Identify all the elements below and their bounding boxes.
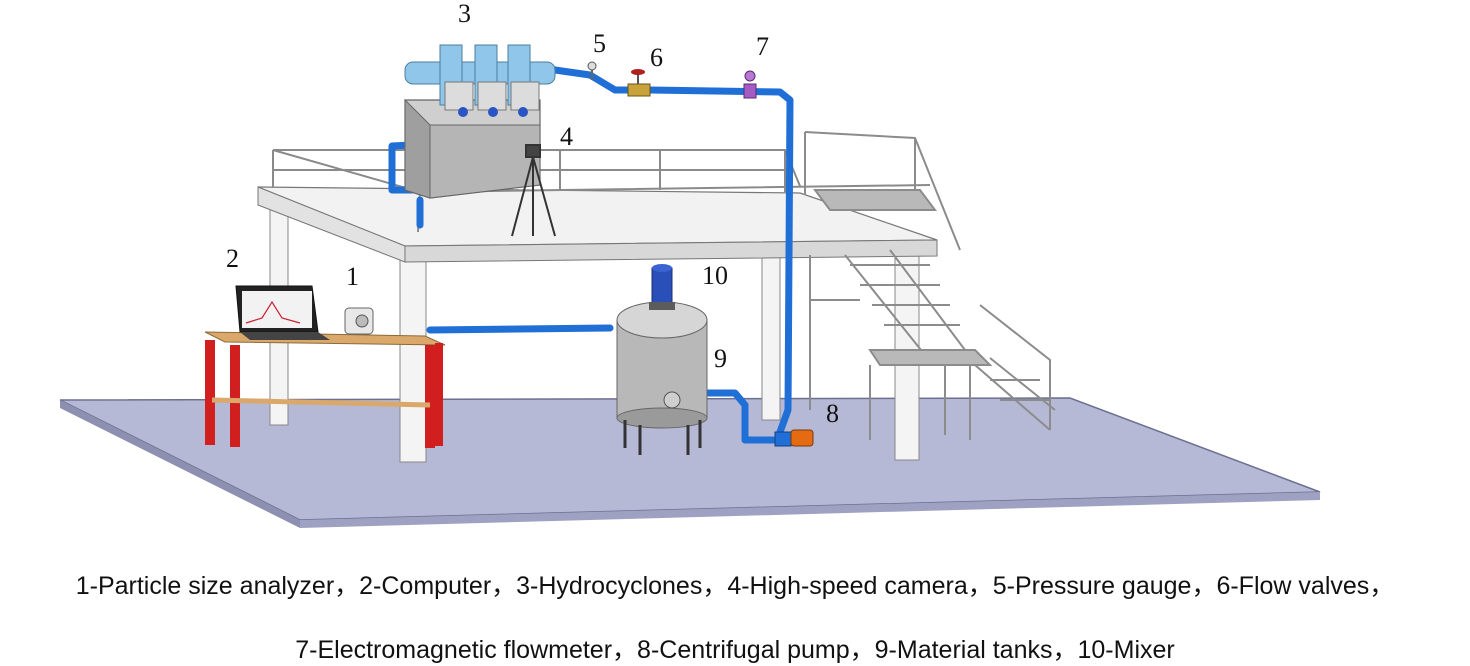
centrifugal-pump: [774, 429, 814, 447]
laptop-computer: [235, 285, 330, 340]
caption-line-2: 7-Electromagnetic flowmeter，8-Centrifuga…: [295, 636, 1175, 664]
label-7: 7: [756, 32, 769, 61]
staircase: [804, 131, 1056, 440]
label-8: 8: [826, 399, 839, 428]
label-10: 10: [702, 261, 728, 290]
mixer: [649, 264, 675, 310]
pressure-gauge: [587, 61, 597, 80]
floor-slab: [59, 397, 1321, 528]
label-3: 3: [458, 0, 471, 28]
material-tank: [616, 301, 708, 455]
label-6: 6: [650, 43, 663, 72]
platform-deck: [257, 186, 938, 263]
caption-line-1: 1-Particle size analyzer，2-Computer，3-Hy…: [75, 572, 1395, 600]
label-1: 1: [346, 262, 359, 291]
hydrocyclones: [404, 44, 556, 117]
electromagnetic-flowmeter: [743, 70, 757, 99]
high-speed-camera: [511, 144, 556, 237]
label-9: 9: [714, 344, 727, 373]
hydrocyclone-frame: [404, 98, 541, 199]
pipework: [388, 66, 794, 444]
label-4: 4: [560, 122, 573, 151]
particle-size-analyzer: [344, 307, 374, 335]
label-5: 5: [593, 29, 606, 58]
label-2: 2: [226, 244, 239, 273]
flow-valve: [627, 69, 651, 97]
experimental-setup-diagram: 1 2 3 4 5 6 7 8 9 10: [59, 0, 1321, 528]
